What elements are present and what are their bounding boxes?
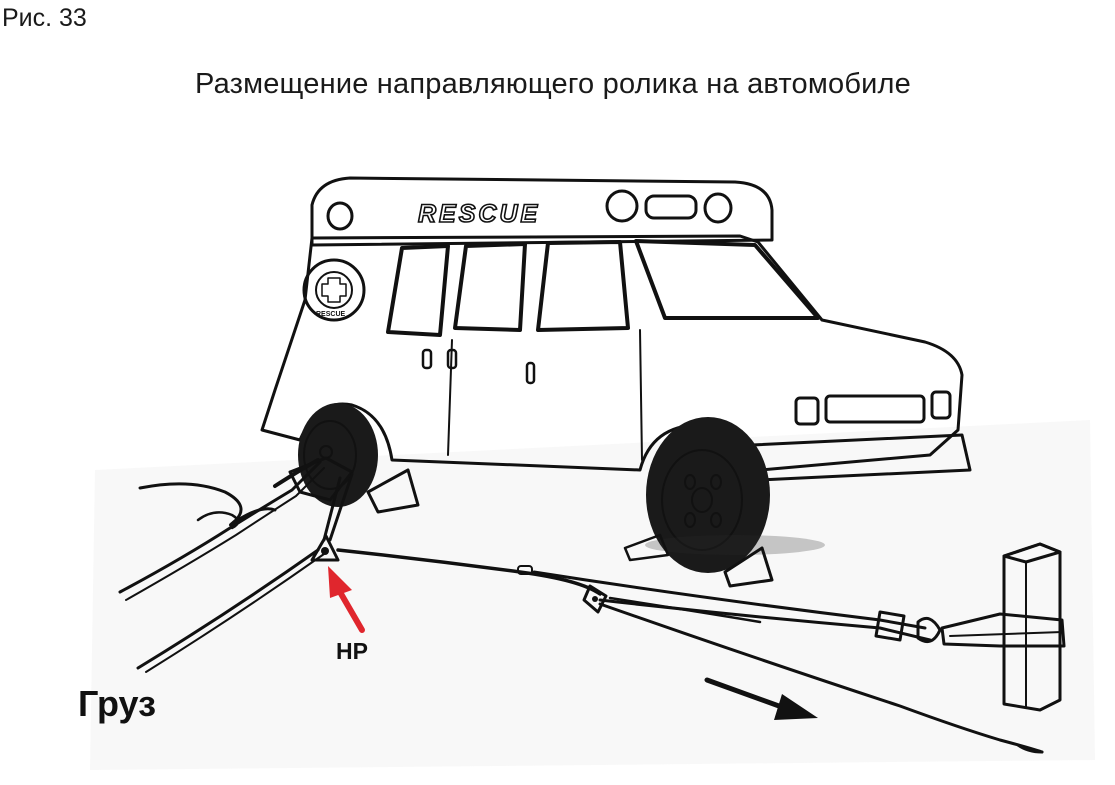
rope-grab-device-icon [874, 610, 942, 644]
van-window-2 [453, 242, 527, 332]
figure-number: Рис. 33 [2, 4, 87, 32]
emblem-text: RESCUE [316, 311, 346, 318]
rescue-van: RESCUE RESCUE [260, 176, 972, 588]
roof-lightbar-icon [644, 194, 698, 220]
van-roof-text: RESCUE [418, 200, 540, 228]
headlight-icon [794, 396, 820, 426]
anchor-post [1002, 542, 1062, 712]
wheel-chock-rear [366, 468, 420, 514]
van-window-1 [386, 244, 450, 337]
roller-pointer-arrow-icon [328, 566, 365, 633]
wheel-chock-front [723, 546, 774, 588]
rear-wheel-icon [298, 403, 378, 507]
van-window-3 [536, 240, 630, 332]
roller-label: НР [336, 638, 368, 664]
rescue-emblem-icon: RESCUE [302, 258, 366, 322]
rigging [118, 456, 1066, 754]
pull-direction-arrow-icon [704, 677, 818, 720]
pulley-block-icon [582, 584, 608, 614]
guide-roller-icon [310, 534, 340, 562]
roof-light-left-icon [326, 201, 354, 231]
roof-light-right-icon [703, 192, 733, 224]
figure-title: Размещение направляющего ролика на автом… [195, 68, 911, 100]
roof-light-icon [605, 189, 639, 223]
grille [824, 394, 926, 424]
load-label: Груз [78, 683, 156, 724]
post-sling [940, 612, 1066, 648]
front-wheel-icon [646, 417, 770, 573]
van-windshield [634, 239, 820, 320]
